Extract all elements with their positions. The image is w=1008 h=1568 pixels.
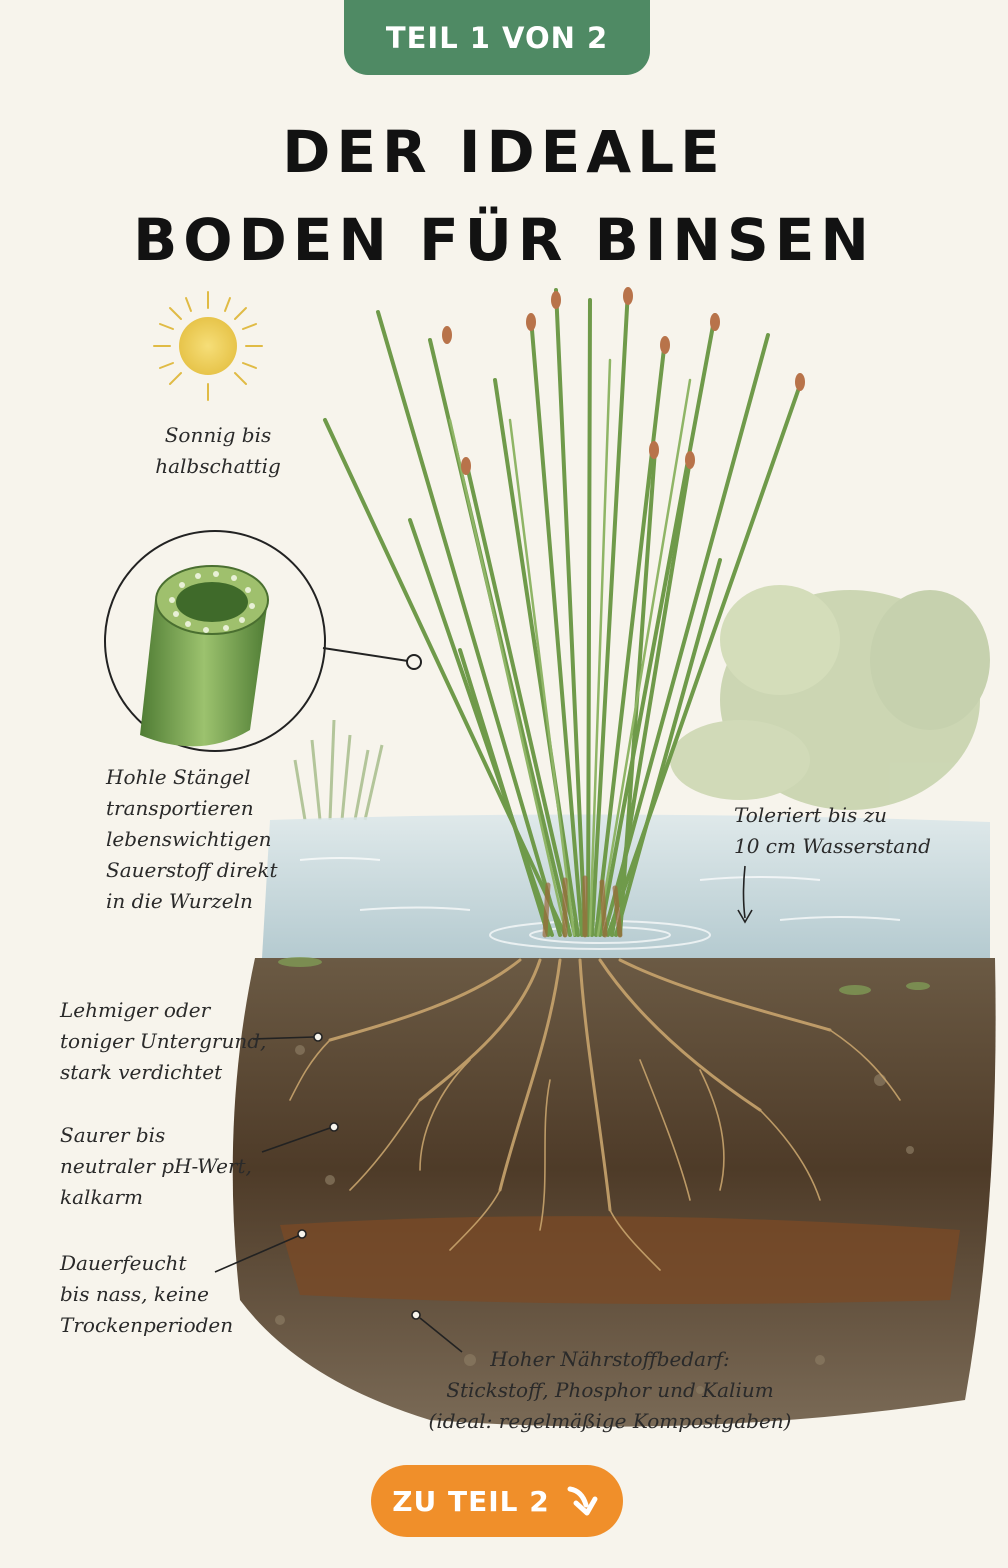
note-line: kalkarm — [60, 1185, 144, 1209]
note-line: Saurer bis — [60, 1123, 166, 1147]
note-line: (ideal: regelmäßige Kompostgaben) — [428, 1409, 792, 1433]
sun-icon — [153, 291, 263, 401]
note-water-level: Toleriert bis zu 10 cm Wasserstand — [734, 800, 931, 862]
title-line-1: DER IDEALE — [282, 118, 726, 186]
note-line: 10 cm Wasserstand — [734, 834, 931, 858]
note-line: toniger Untergrund, — [60, 1029, 267, 1053]
note-moisture: Dauerfeucht bis nass, keine Trockenperio… — [60, 1248, 233, 1341]
next-part-label: ZU TEIL 2 — [392, 1484, 550, 1518]
note-line: in die Wurzeln — [106, 889, 253, 913]
note-hollow-stems: Hohle Stängel transportieren lebenswicht… — [106, 762, 278, 917]
note-line: Hoher Nährstoffbedarf: — [490, 1347, 730, 1371]
soil-cross-section — [232, 957, 996, 1427]
note-line: lebenswichtigen — [106, 827, 272, 851]
note-ph-value: Saurer bis neutraler pH-Wert, kalkarm — [60, 1120, 252, 1213]
note-line: Toleriert bis zu — [734, 803, 888, 827]
note-line: halbschattig — [155, 454, 281, 478]
background-reeds — [293, 719, 384, 821]
note-sun-exposure: Sonnig bis halbschattig — [128, 420, 308, 482]
note-line: Trockenperioden — [60, 1313, 234, 1337]
rush-stems — [323, 287, 805, 938]
note-clay-subsoil: Lehmiger oder toniger Untergrund, stark … — [60, 995, 266, 1088]
note-line: neutraler pH-Wert, — [60, 1154, 252, 1178]
arrow-down-right-icon — [567, 1486, 598, 1516]
note-line: Lehmiger oder — [60, 998, 211, 1022]
note-line: Dauerfeucht — [60, 1251, 187, 1275]
stem-cross-section-inset — [104, 530, 422, 752]
next-part-button[interactable]: ZU TEIL 2 — [371, 1465, 623, 1537]
note-line: Sonnig bis — [164, 423, 272, 447]
note-line: transportieren — [106, 796, 254, 820]
note-line: stark verdichtet — [60, 1060, 223, 1084]
note-line: bis nass, keine — [60, 1282, 209, 1306]
title-line-2: BODEN FÜR BINSEN — [133, 206, 875, 274]
annotation-leaders — [214, 865, 753, 1353]
note-nutrients: Hoher Nährstoffbedarf: Stickstoff, Phosp… — [400, 1344, 820, 1437]
page-title: DER IDEALE BODEN FÜR BINSEN — [0, 108, 1008, 284]
note-line: Hohle Stängel — [106, 765, 251, 789]
root-system — [289, 958, 901, 1271]
note-line: Stickstoff, Phosphor und Kalium — [446, 1378, 774, 1402]
part-badge: TEIL 1 VON 2 — [344, 0, 650, 75]
note-line: Sauerstoff direkt — [106, 858, 278, 882]
background-trees — [670, 585, 990, 810]
